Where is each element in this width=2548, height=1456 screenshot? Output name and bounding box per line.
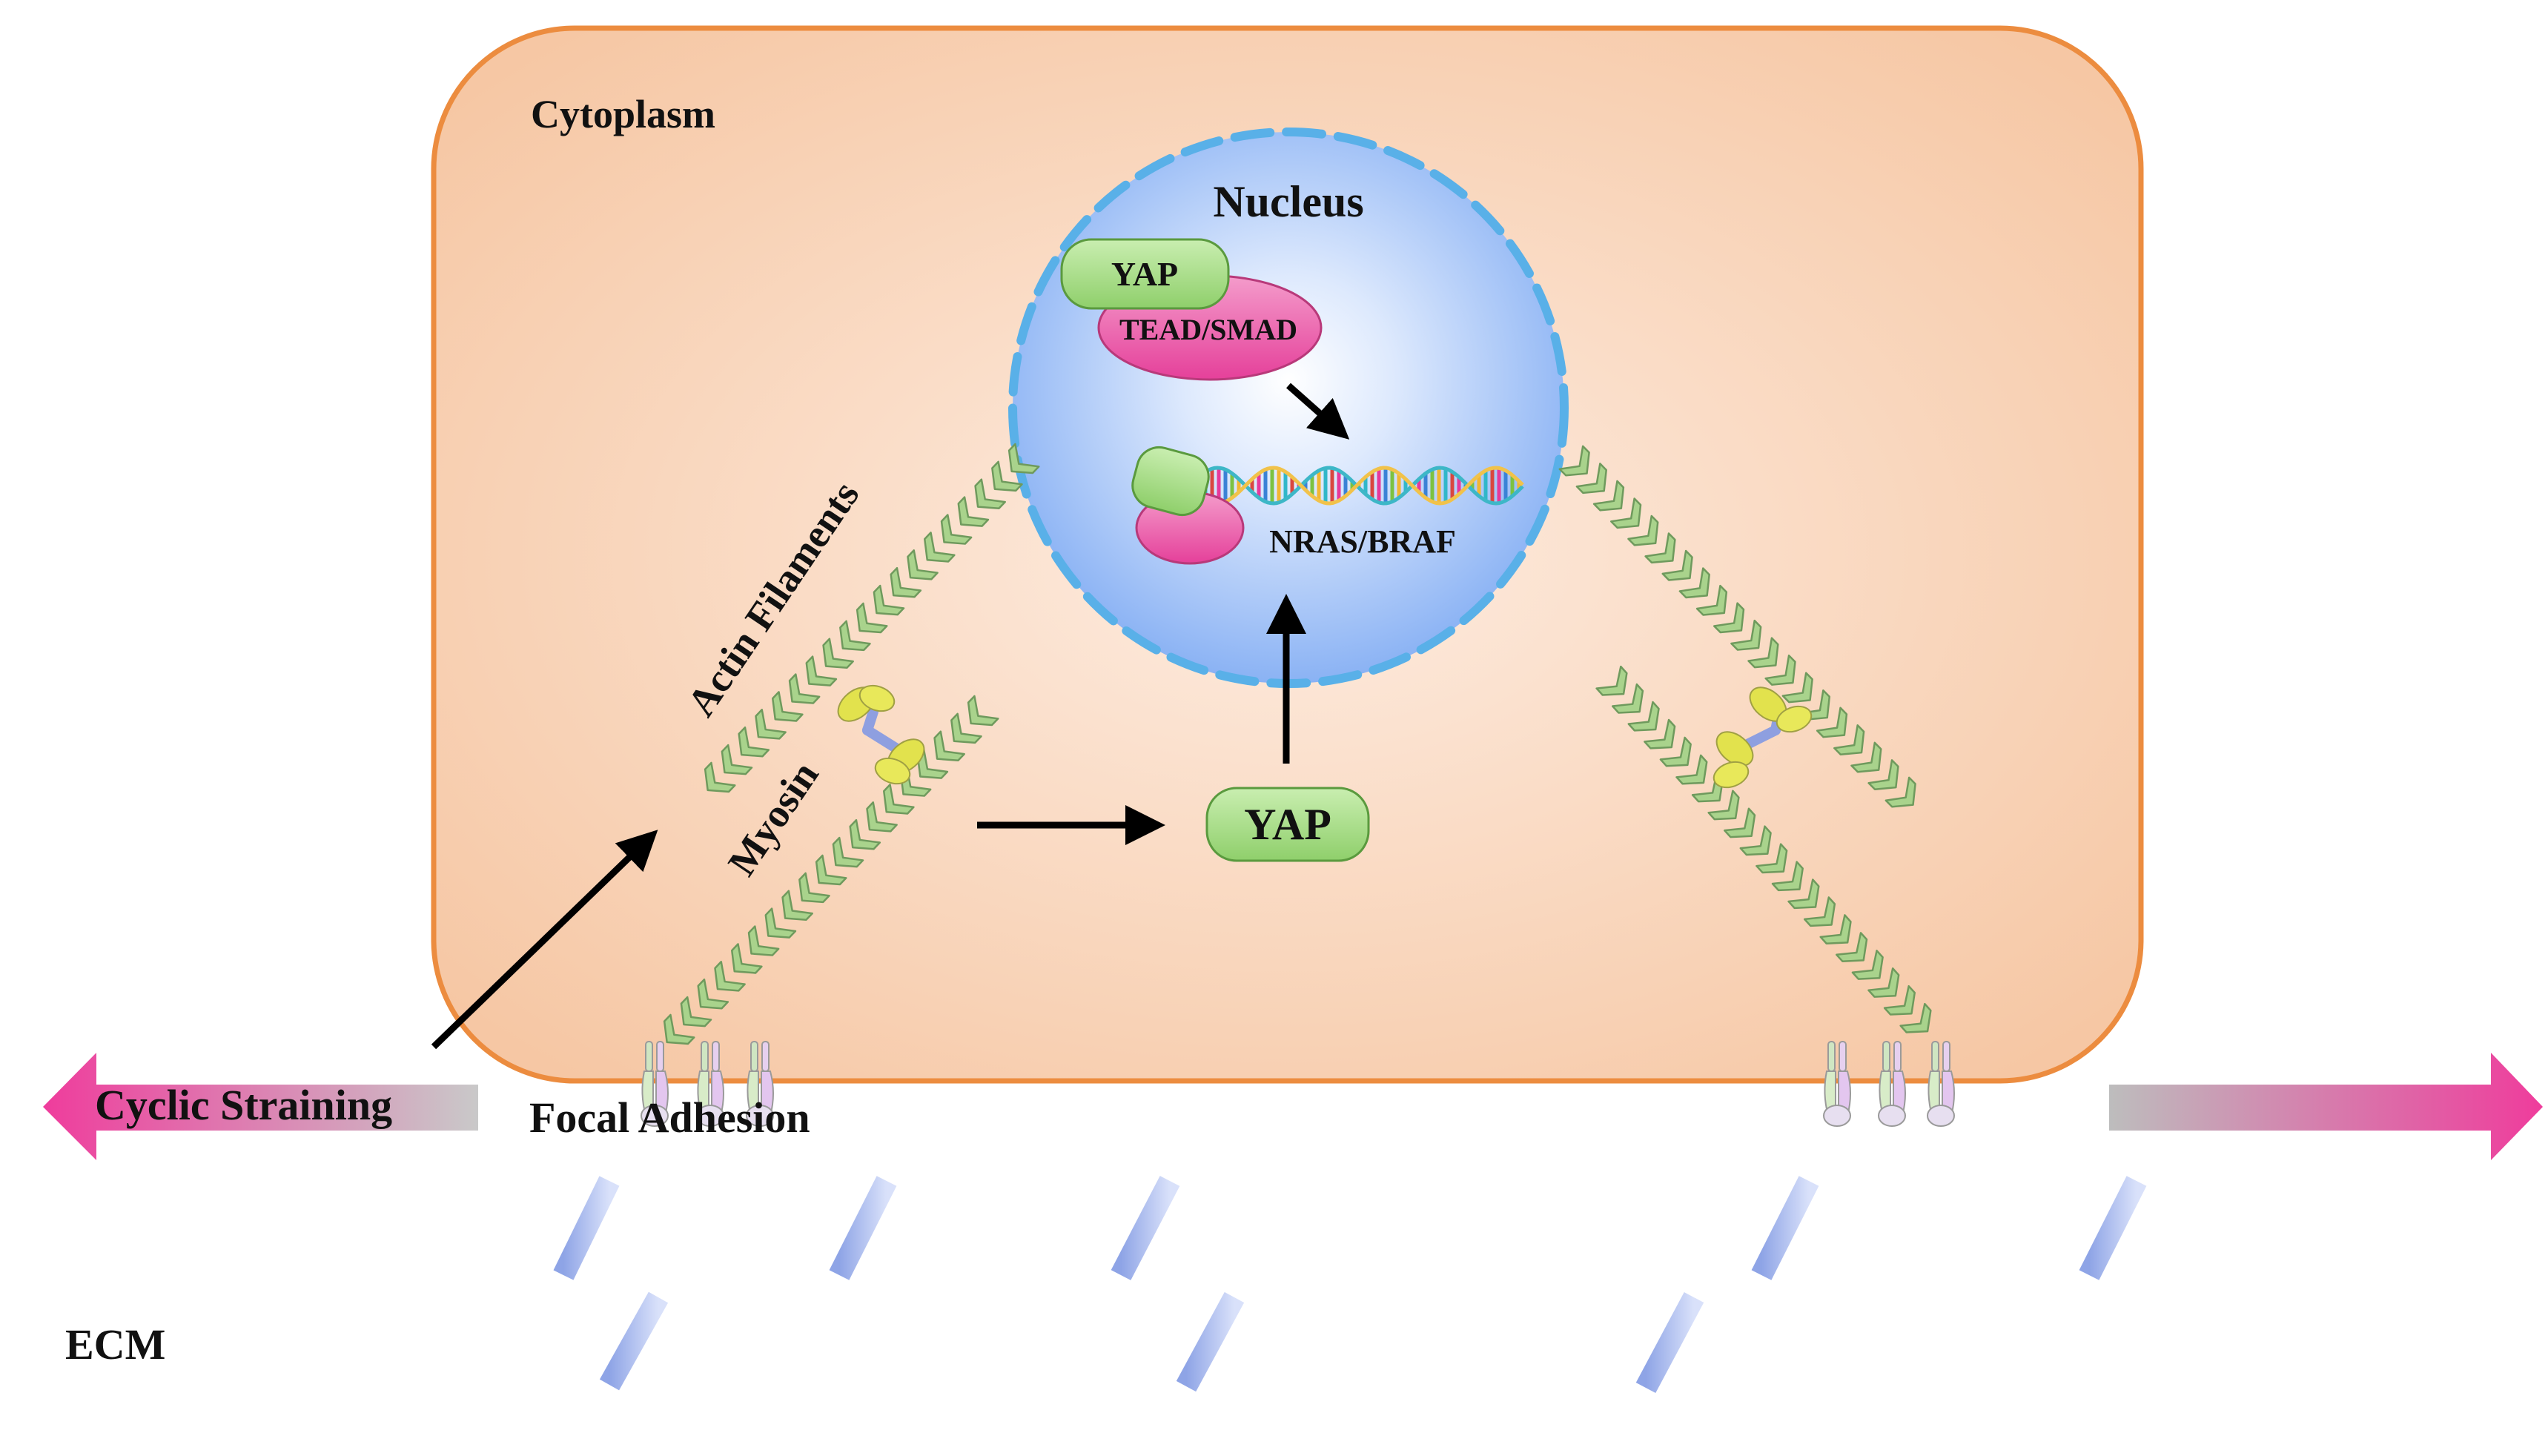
- focal-adhesion-right: [1823, 1041, 1955, 1127]
- signal-arrows: [431, 383, 1350, 1050]
- yap-nucleus-label: YAP: [1111, 255, 1178, 293]
- nras-braf-label: NRAS/BRAF: [1269, 523, 1456, 560]
- arrow-strain-to-actin: [431, 830, 658, 1050]
- nucleus-label: Nucleus: [1213, 177, 1363, 226]
- cyclic-straining-left-arrow: [43, 1053, 478, 1160]
- myosin-left: [837, 684, 925, 785]
- cyclic-straining-label: Cyclic Straining: [95, 1081, 392, 1129]
- yap-cytoplasm-label: YAP: [1244, 800, 1331, 849]
- yap-tead-complex: YAP TEAD/SMAD: [1060, 238, 1323, 381]
- dna-bound-complex: [1131, 446, 1245, 565]
- focal-adhesion-label: Focal Adhesion: [529, 1093, 810, 1142]
- arrow-complex-to-dna: [1286, 383, 1350, 440]
- yap-cytoplasm: YAP: [1205, 787, 1370, 862]
- cytoplasm-label: Cytoplasm: [531, 92, 715, 136]
- myosin-right: [1713, 686, 1813, 789]
- ecm-label: ECM: [65, 1320, 165, 1369]
- ecm-network: [35, 1159, 2439, 1411]
- tead-smad-label: TEAD/SMAD: [1119, 313, 1297, 346]
- cyclic-straining-right-arrow: [2109, 1053, 2543, 1160]
